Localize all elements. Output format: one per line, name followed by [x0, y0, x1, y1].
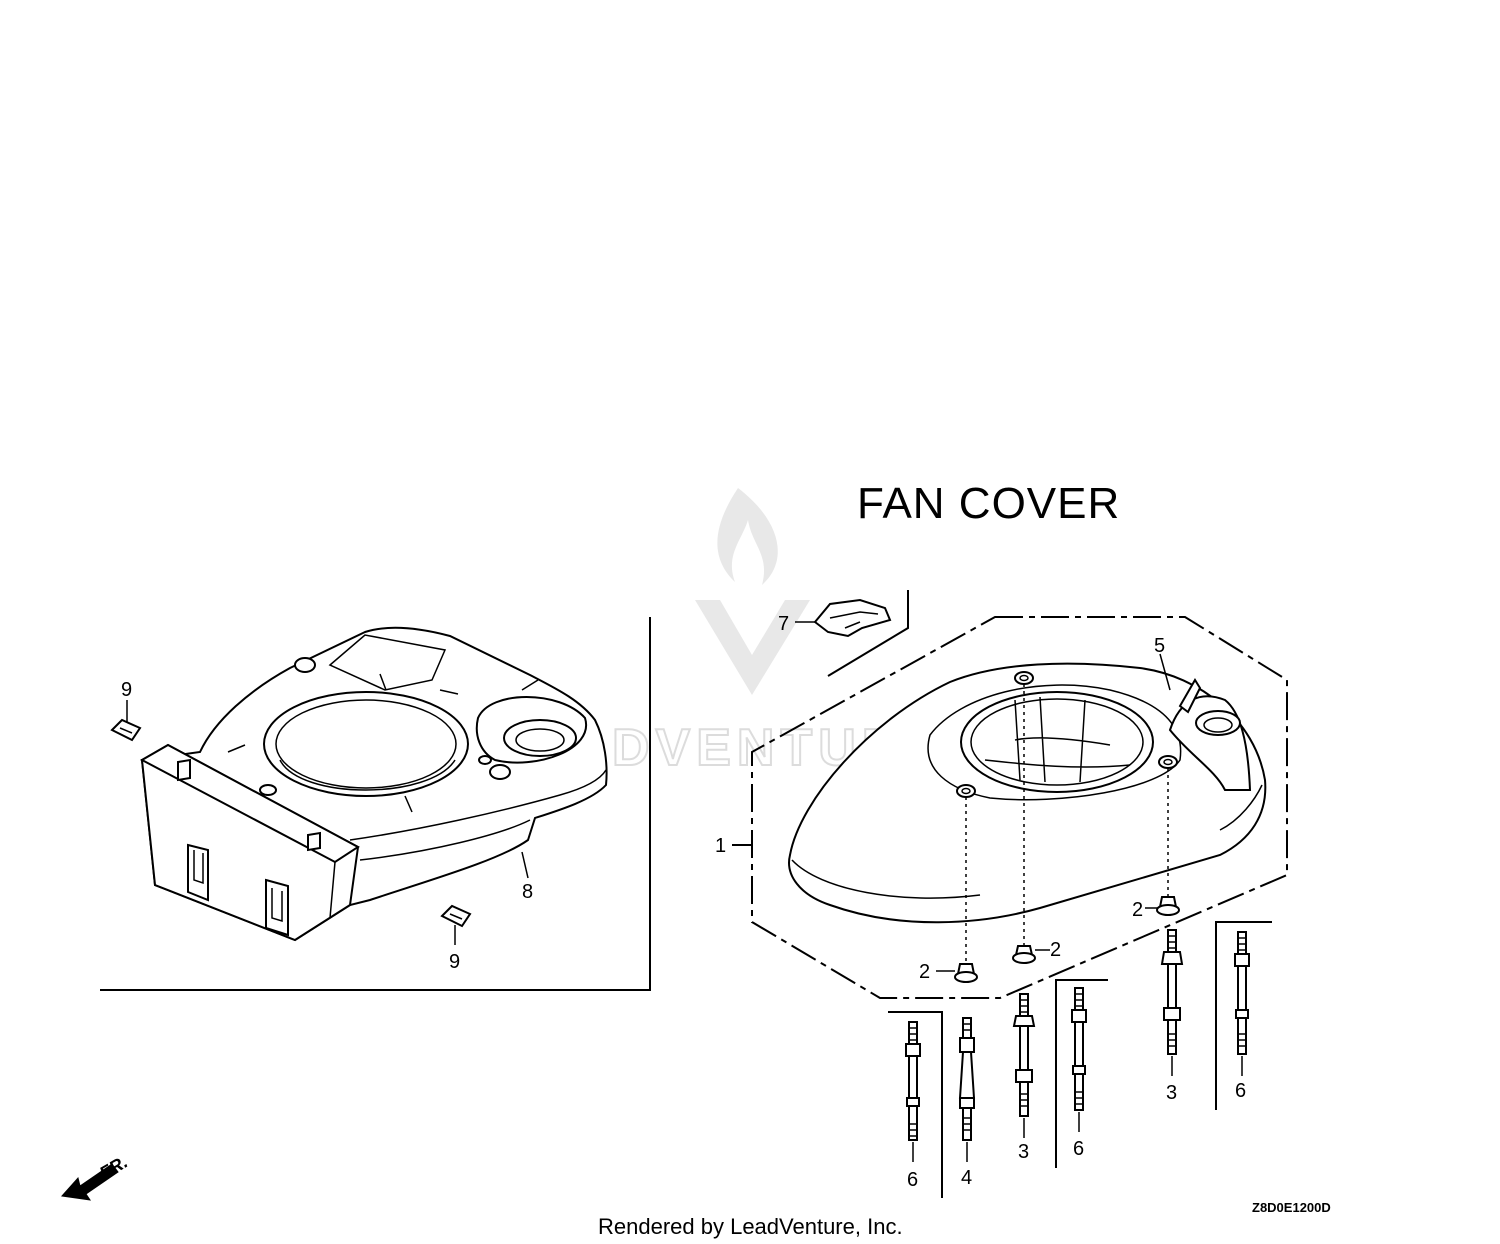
- callout-6-middle: 6: [1073, 1138, 1084, 1160]
- diagram-code: Z8D0E1200D: [1252, 1200, 1331, 1215]
- callout-6-left: 6: [907, 1169, 918, 1191]
- callout-4: 4: [961, 1167, 972, 1189]
- callout-7: 7: [778, 613, 789, 635]
- callout-6-right: 6: [1235, 1080, 1246, 1102]
- callout-9-lower: 9: [449, 951, 460, 973]
- front-direction-arrow: FR.: [61, 1152, 131, 1201]
- grommet-2-c: 2: [1132, 896, 1180, 921]
- stud-bolt-6-right: 6: [1215, 921, 1272, 1110]
- callout-3-right: 3: [1166, 1082, 1177, 1104]
- stud-bolt-6-middle: 6: [1055, 979, 1108, 1168]
- part-8-group: 9 9 8: [100, 617, 651, 991]
- stud-4: 4: [958, 1017, 976, 1189]
- part-7: 7: [778, 590, 909, 677]
- grommet-2-a: 2: [919, 961, 978, 983]
- callout-2-a: 2: [919, 961, 930, 983]
- part-1-group: 1 5: [715, 616, 1288, 999]
- stud-bolt-6-left: 6: [888, 1011, 943, 1198]
- callout-2-c: 2: [1132, 899, 1143, 921]
- callout-8: 8: [522, 881, 533, 903]
- grommet-2-b: 2: [1012, 939, 1061, 964]
- callout-3-left: 3: [1018, 1141, 1029, 1163]
- callout-2-b: 2: [1050, 939, 1061, 961]
- callout-9-upper: 9: [121, 679, 132, 701]
- callout-1: 1: [715, 835, 726, 857]
- stud-3-right: 3: [1160, 929, 1184, 1104]
- stud-3-left: 3: [1012, 993, 1036, 1163]
- callout-5: 5: [1154, 635, 1165, 657]
- footer-credit: Rendered by LeadVenture, Inc.: [598, 1214, 903, 1239]
- diagram-title: FAN COVER: [857, 479, 1120, 528]
